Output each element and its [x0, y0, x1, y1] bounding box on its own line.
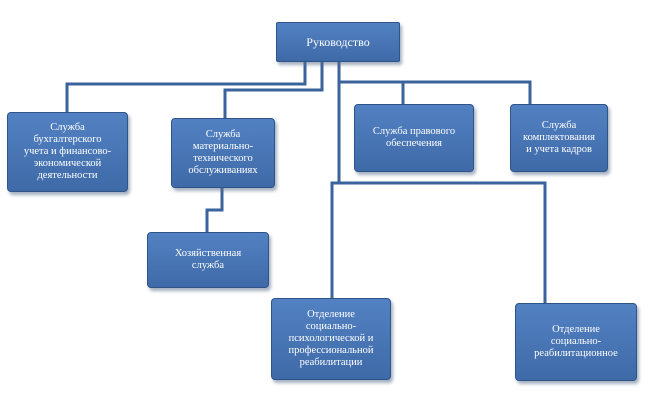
box-household-label: Хозяйственная служба	[174, 248, 242, 271]
box-hr-service[interactable]: Служба комплектования и учета кадров	[510, 104, 608, 172]
box-legal-service[interactable]: Служба правового обеспечения	[354, 104, 474, 172]
box-logistics-service[interactable]: Служба материально- технического обслужи…	[171, 118, 275, 188]
box-social-rehab-department[interactable]: Отделение социально- реабилитационное	[515, 303, 637, 381]
connector-social-rehab	[337, 181, 547, 305]
box-logistics-label: Служба материально- технического обслужи…	[188, 129, 258, 176]
box-social-psych-label: Отделение социально- психологической и п…	[288, 309, 374, 368]
box-accounting-service[interactable]: Служба бухгалтерского учета и финансово-…	[7, 112, 128, 192]
box-accounting-label: Служба бухгалтерского учета и финансово-…	[23, 122, 112, 181]
connector-root-legal-hr	[337, 60, 532, 106]
connector-root-logistics	[223, 60, 324, 120]
connector-logistics-household	[205, 186, 224, 234]
box-legal-label: Служба правового обеспечения	[372, 126, 456, 149]
box-household-service[interactable]: Хозяйственная служба	[147, 232, 269, 288]
box-social-rehab-label: Отделение социально- реабилитационное	[534, 324, 618, 359]
root-box-management[interactable]: Руководство	[276, 22, 400, 62]
connector-social-psych	[330, 181, 341, 300]
box-social-psych-department[interactable]: Отделение социально- психологической и п…	[271, 298, 391, 380]
root-box-label: Руководство	[306, 35, 370, 49]
connector-root-accounting	[65, 60, 307, 114]
box-hr-label: Служба комплектования и учета кадров	[523, 120, 595, 155]
